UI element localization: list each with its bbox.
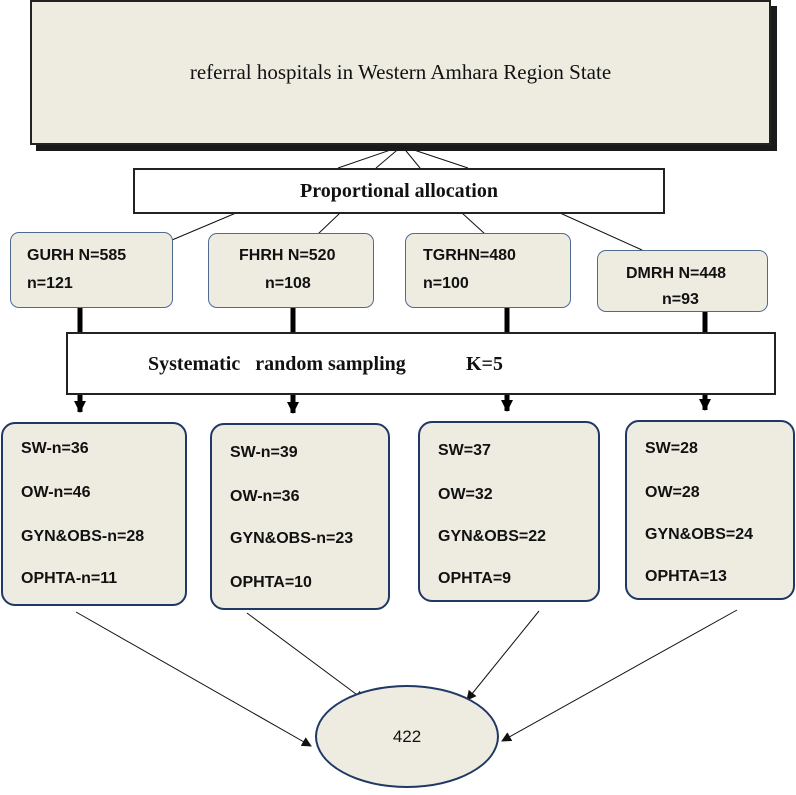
hospital-box-fhrh: FHRH N=520 n=108 (208, 233, 374, 308)
total-sample-ellipse: 422 (315, 685, 499, 788)
ward-item: GYN&OBS=22 (438, 528, 547, 545)
fan-lines (337, 145, 469, 169)
hospital-sample: n=108 (265, 275, 311, 292)
ward-item: OW-n=46 (21, 484, 91, 501)
ward-item: OW=28 (645, 484, 700, 501)
hospital-sample: n=121 (27, 275, 73, 292)
sampling-label: Systematic random sampling (148, 353, 406, 375)
ward-item: OPHTA=10 (230, 574, 312, 591)
allocation-label: Proportional allocation (300, 179, 498, 202)
hospital-box-dmrh: DMRH N=448 n=93 (597, 250, 768, 312)
ward-to-total-arrows (75, 609, 738, 747)
ward-box-fhrh: SW-n=39 OW-n=36 GYN&OBS-n=23 OPHTA=10 (210, 423, 390, 610)
hospital-sample: n=93 (662, 291, 699, 308)
ward-item: OW=32 (438, 486, 493, 503)
hospital-box-tgrh: TGRHN=480 n=100 (405, 233, 571, 308)
hospital-name: DMRH N=448 (626, 265, 727, 282)
allocation-lines (171, 212, 643, 251)
ward-item: OPHTA-n=11 (21, 570, 118, 587)
ward-item: OPHTA=13 (645, 568, 727, 585)
region-box: referral hospitals in Western Amhara Reg… (30, 0, 771, 145)
ward-box-gurh: SW-n=36 OW-n=46 GYN&OBS-n=28 OPHTA-n=11 (1, 422, 187, 606)
hospital-name: TGRHN=480 (423, 247, 516, 264)
hospital-name: FHRH N=520 (239, 247, 336, 264)
ward-item: OPHTA=9 (438, 570, 512, 587)
ward-item: OW-n=36 (230, 488, 300, 505)
region-title: referral hospitals in Western Amhara Reg… (189, 60, 612, 84)
allocation-box: Proportional allocation (133, 168, 665, 214)
ward-item: GYN&OBS-n=28 (21, 528, 145, 545)
hospital-to-sampling-bars (77, 308, 708, 332)
ward-item: SW=37 (438, 442, 491, 459)
sampling-interval: K=5 (466, 353, 503, 375)
ward-item: GYN&OBS=24 (645, 526, 754, 543)
ward-item: SW-n=39 (230, 444, 298, 461)
hospital-name: GURH N=585 (27, 247, 127, 264)
ward-box-tgrh: SW=37 OW=32 GYN&OBS=22 OPHTA=9 (418, 421, 600, 602)
hospital-box-gurh: GURH N=585 n=121 (10, 232, 173, 308)
ward-box-dmrh: SW=28 OW=28 GYN&OBS=24 OPHTA=13 (625, 420, 795, 600)
total-sample-value: 422 (392, 726, 422, 746)
ward-item: SW=28 (645, 440, 698, 457)
hospital-sample: n=100 (423, 275, 469, 292)
ward-item: SW-n=36 (21, 440, 89, 457)
sampling-box: Systematic random sampling K=5 (66, 332, 776, 395)
ward-item: GYN&OBS-n=23 (230, 530, 354, 547)
sampling-to-ward-arrows (74, 395, 711, 414)
